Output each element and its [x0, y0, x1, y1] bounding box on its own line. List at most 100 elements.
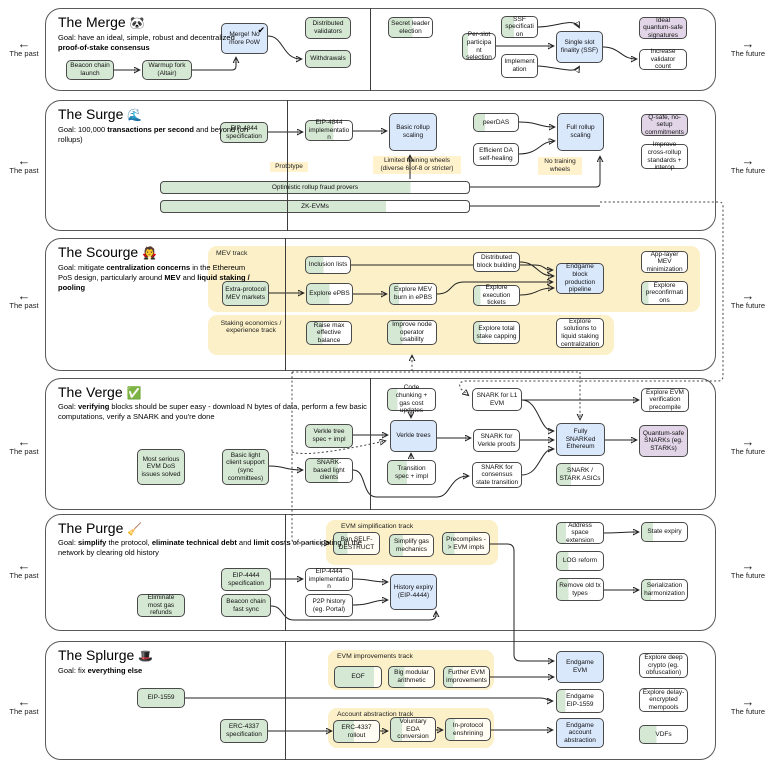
node-snark-for-verkle-proofs: SNARK for Verkle proofs [473, 429, 520, 452]
node-increase-validator-count: Increase validator count [639, 48, 687, 70]
check-icon: ✔ [257, 25, 265, 35]
now-divider-purge [285, 514, 286, 631]
node-eip1559: EIP-1559 [137, 688, 185, 708]
node-improve-cross-rollup-standards: Improve cross-rollup standards + interop [641, 141, 688, 171]
node-extra-protocol-mev-markets: Extra-protocol MEV markets [222, 281, 269, 306]
node-eliminate-most-gas-refunds: Eliminate most gas refunds [137, 594, 185, 617]
surge-goal: Goal: 100,000 transactions per second an… [58, 125, 249, 144]
limited-training-wheels-label: Limited training wheels (diverse 6-of-8 … [373, 156, 461, 175]
node-voluntary-eoa-conversion: Voluntary EOA conversion [390, 717, 436, 742]
node-single-slot-finality: Single slot finality (SSF) [556, 31, 603, 63]
node-erc4337-rollout: ERC-4337 rollout [333, 720, 380, 743]
bar-zk-evms: ZK-EVMs [160, 200, 470, 213]
now-divider-splurge [285, 641, 286, 760]
evm-simplification-track-label: EVM simplification track [341, 523, 414, 530]
now-divider-scourge [285, 238, 286, 371]
left-arrow-icon: ← [17, 694, 31, 709]
panda-icon: 🐼 [129, 16, 145, 30]
future-label-scourge: →The future [726, 288, 770, 310]
verge-goal: Goal: verifying blocks should be super e… [58, 402, 367, 421]
vampire-icon: 🧛 [142, 246, 158, 260]
merge-title: The Merge 🐼 [58, 14, 145, 30]
now-divider-surge [287, 100, 288, 231]
future-label-purge: →The future [726, 559, 770, 580]
past-label-splurge: ←The past [2, 694, 46, 716]
account-abstraction-track-label: Account abstraction track [337, 711, 414, 718]
top-hat-icon: 🎩 [138, 649, 154, 663]
node-code-chunking-gas-cost-updates: Code chunking + gas cost updates [387, 384, 436, 414]
node-eip4844-specification: EIP-4844 specification [220, 122, 268, 143]
bar-optimistic-rollup-fraud-provers: Optimistic rollup fraud provers [160, 181, 470, 194]
node-remove-old-tx-types: Remove old tx types [556, 578, 604, 601]
node-endgame-account-abstraction: Endgame account abstraction [556, 718, 604, 748]
left-arrow-icon: ← [17, 153, 31, 168]
node-verkle-trees: Verkle trees [390, 420, 437, 452]
node-in-protocol-enshrining: In-protocol enshrining [445, 718, 491, 741]
now-divider-merge [370, 8, 371, 91]
node-explore-execution-tickets: Explore execution tickets [473, 284, 520, 306]
verge-title: The Verge ✅ [58, 384, 142, 400]
node-snark-for-consensus-state-transition: SNARK for consensus state transition [472, 462, 522, 488]
surge-title: The Surge 🌊 [58, 106, 143, 122]
node-ideal-quantum-safe-signatures: Ideal quantum-safe signatures [639, 17, 687, 39]
node-log-reform: LOG reform [556, 551, 604, 571]
node-snark-stark-asics: SNARK / STARK ASICs [556, 463, 604, 486]
future-label-verge: →The future [726, 434, 770, 456]
node-withdrawals: Withdrawals [305, 50, 351, 68]
past-label-surge: ←The past [2, 153, 46, 175]
node-endgame-eip1559: Endgame EIP-1559 [556, 689, 604, 713]
past-label-verge: ←The past [2, 435, 46, 456]
right-arrow-icon: → [741, 36, 755, 51]
node-serialization-harmonization: Serialization harmonization [641, 579, 688, 601]
node-state-expiry: State expiry [641, 522, 688, 542]
node-basic-light-client-support: Basic light client support (sync committ… [222, 449, 269, 485]
purge-title: The Purge 🧹 [58, 520, 143, 536]
right-arrow-icon: → [741, 288, 755, 303]
node-distributed-validators: Distributed validators [305, 17, 351, 39]
node-beacon-chain-launch: Beacon chain launch [66, 60, 114, 80]
past-label-scourge: ←The past [2, 288, 46, 310]
node-peerdas: peerDAS [473, 113, 519, 132]
node-full-rollup-scaling: Full rollup scaling [557, 113, 604, 151]
node-secret-leader-election: Secret leader election [388, 17, 433, 38]
wave-icon: 🌊 [127, 108, 143, 122]
left-arrow-icon: ← [17, 288, 31, 303]
node-raise-max-effective-balance: Raise max effective balance [306, 321, 352, 345]
node-eip4444-specification: EIP-4444 specification [221, 568, 271, 591]
node-explore-liquid-staking-solutions: Explore solutions to liquid staking cent… [556, 318, 604, 348]
scourge-title: The Scourge 🧛 [58, 244, 158, 260]
left-arrow-icon: ← [17, 558, 31, 573]
no-training-wheels-label: No training wheels [538, 157, 582, 176]
node-warmup-fork-altair: Warmup fork (Altair) [142, 60, 192, 80]
merge-goal: Goal: have an ideal, simple, robust and … [58, 33, 235, 52]
node-explore-epbs: Explore ePBS [306, 283, 353, 305]
node-explore-deep-crypto: Explore deep crypto (eg. obfuscation) [639, 653, 688, 678]
future-label-surge: →The future [726, 153, 770, 175]
node-endgame-block-production-pipeline: Endgame block production pipeline [556, 263, 604, 294]
node-snark-based-light-clients: SNARK-based light clients [305, 458, 353, 483]
evm-improvements-track-label: EVM improvements track [337, 653, 413, 660]
right-arrow-icon: → [741, 153, 755, 168]
node-basic-rollup-scaling: Basic rollup scaling [389, 113, 437, 151]
past-label-purge: ←The past [2, 558, 46, 580]
node-per-slot-participant-selection: Per-slot participant selection [462, 31, 496, 61]
node-simplify-gas-mechanics: Simplify gas mechanics [389, 534, 434, 557]
node-verkle-tree-spec-impl: Verkle tree spec + impl [305, 424, 353, 448]
node-endgame-evm: Endgame EVM [556, 651, 604, 683]
node-erc4337-specification: ERC-4337 specification [220, 719, 268, 743]
node-transition-spec-impl: Transition spec + impl [387, 460, 436, 485]
future-label-splurge: →The future [726, 695, 770, 716]
node-distributed-block-building: Distributed block building [473, 252, 520, 272]
right-arrow-icon: → [741, 434, 755, 449]
node-improve-node-operator-usability: Improve node operator usability [387, 320, 437, 345]
left-arrow-icon: ← [17, 36, 31, 51]
node-qsafe-no-setup-commitments: Q-safe, no-setup commitments [641, 114, 688, 136]
node-vdfs: VDFs [639, 725, 688, 744]
node-ssf-specification: SSF specification [501, 16, 538, 38]
checkmark-icon: ✅ [126, 386, 142, 400]
node-address-space-extension: Address space extension [556, 522, 604, 544]
scourge-goal: Goal: mitigate centralization concerns i… [58, 263, 250, 292]
node-quantum-safe-snarks: Quantum-safe SNARKs (eg. STARKs) [639, 425, 688, 457]
